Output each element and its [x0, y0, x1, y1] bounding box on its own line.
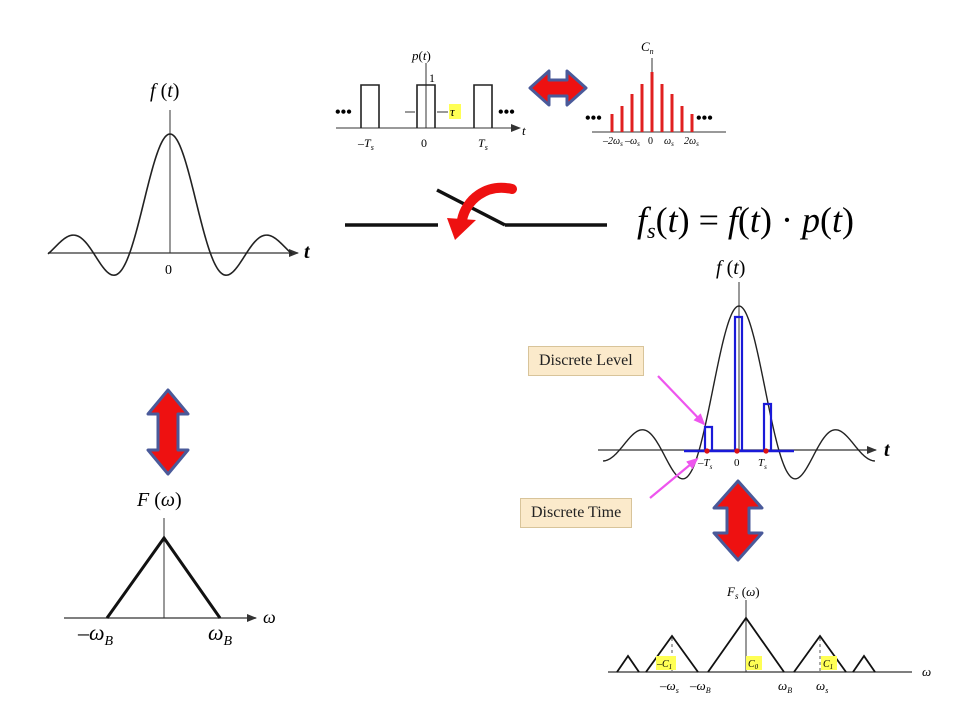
pos-omega-b: ωB [208, 620, 233, 649]
tick-pos-ts: Ts [478, 136, 488, 152]
fs-triangles [616, 616, 876, 673]
spec-tick-pos2: 2ωs [684, 136, 699, 148]
sinc-curve [47, 133, 293, 277]
sampled-signal-plot: f (t) t –Ts 0 Ts [598, 257, 891, 480]
coef-pos-highlight [821, 656, 837, 670]
coef-neg-highlight [656, 656, 676, 670]
sinc-curve-sampled [602, 305, 876, 480]
sample-pulse-right [762, 402, 773, 451]
curved-arrow-head [447, 218, 476, 240]
sampled-axis-label: t [884, 439, 891, 461]
spectrum-triangle-plot: F (ω) ω –ωB ωB [64, 489, 276, 649]
pulse-right [473, 84, 493, 128]
sample-dot-pos [763, 448, 769, 454]
fs-tick-pos-b: ωB [778, 678, 792, 695]
tau-label: τ [450, 104, 456, 119]
coef-zero: C0 [748, 659, 759, 671]
spectrum-title: Cn [641, 39, 654, 56]
freq-axis-label: ω [263, 607, 276, 627]
curved-arrow [457, 182, 517, 225]
sampled-title: f (t) [716, 257, 745, 279]
signal-plot: f (t) t 0 [47, 80, 311, 278]
sampling-equation: fs(t) = f(t) · p(t) [637, 200, 854, 243]
neg-omega-b: –ωB [77, 620, 114, 649]
double-arrow-vertical-left [146, 388, 190, 476]
pointer-level [657, 375, 706, 426]
double-arrow-horizontal [528, 69, 588, 107]
sampled-tick-pos: Ts [758, 457, 767, 471]
freq-title: F (ω) [136, 489, 182, 511]
fs-tick-neg-s: –ωs [659, 678, 679, 695]
pulse-left [360, 84, 380, 128]
spec-tick-zero: 0 [648, 136, 653, 147]
tick-zero: 0 [421, 136, 427, 150]
sampled-tick-neg: –Ts [697, 457, 713, 471]
axis-label-t-small: t [522, 123, 526, 138]
fs-axis-label: ω [922, 664, 931, 679]
sample-pulse-left [703, 425, 714, 451]
label-discrete-level: Discrete Level [528, 346, 644, 376]
spec-tick-pos1: ωs [664, 136, 674, 148]
origin-label: 0 [165, 263, 172, 278]
triangle-spectrum [105, 535, 222, 619]
coef-pos: C1 [823, 659, 833, 671]
pointer-time [649, 457, 699, 499]
dots-right: ••• [498, 104, 515, 121]
tau-highlight [449, 104, 461, 119]
spectrum-dots-left: ••• [585, 110, 602, 127]
fs-tick-pos-s: ωs [816, 678, 828, 695]
spectrum-lines [610, 72, 694, 132]
sampling-switch [345, 182, 607, 240]
pulse-center [416, 84, 436, 128]
spectrum-dots-right: ••• [696, 110, 713, 127]
spec-tick-neg2: –2ωs [602, 136, 623, 148]
fs-tick-neg-b: –ωB [689, 678, 711, 695]
sample-dot-zero [734, 448, 740, 454]
coef-zero-highlight [746, 656, 762, 670]
pulse-title: p(t) [411, 48, 431, 63]
sampled-spectrum-plot: –C1 C0 C1 Fs (ω) ω –ωs –ωB ωB ωs [608, 584, 931, 695]
fs-title: Fs (ω) [726, 584, 760, 601]
pulse-height-label: 1 [429, 71, 435, 85]
signal-title: f (t) [150, 80, 179, 102]
sample-pulse-center [733, 315, 744, 451]
pulse-train-plot: τ p(t) 1 ••• ••• –Ts 0 Ts t [335, 48, 526, 152]
label-discrete-time: Discrete Time [520, 498, 633, 528]
tick-neg-ts: –Ts [357, 136, 374, 152]
dots-left: ••• [335, 104, 352, 121]
coef-neg: –C1 [656, 659, 672, 671]
double-arrow-vertical-right [712, 479, 764, 562]
line-spectrum-plot: Cn ••• ••• –2ωs –ωs 0 ωs 2ωs [585, 39, 726, 148]
sampled-tick-zero: 0 [734, 457, 740, 469]
sample-dot-neg [704, 448, 710, 454]
axis-label-t: t [304, 241, 311, 263]
spec-tick-neg1: –ωs [624, 136, 640, 148]
